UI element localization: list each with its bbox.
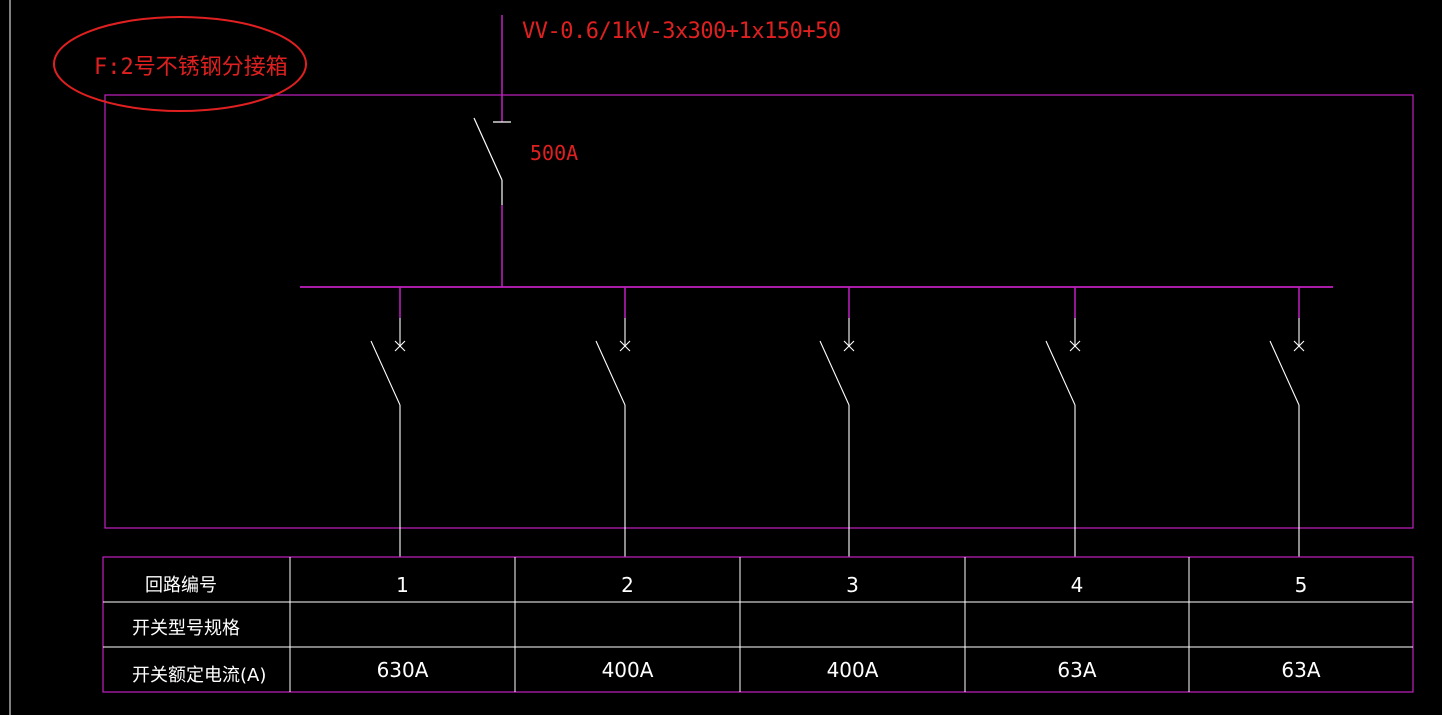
cell-rated-current: 63A bbox=[1281, 658, 1320, 682]
incoming-cable-label: VV-0.6/1kV-3x300+1x150+50 bbox=[522, 19, 841, 44]
branch-circuit-3 bbox=[819, 287, 855, 557]
breaker-contact bbox=[1269, 340, 1300, 406]
cell-circuit-number: 2 bbox=[621, 573, 634, 597]
main-breaker-contact bbox=[473, 117, 503, 181]
cell-circuit-number: 5 bbox=[1295, 573, 1308, 597]
enclosure-box bbox=[104, 94, 1414, 529]
breaker-x-mark bbox=[394, 340, 406, 352]
header-circuit-number: 回路编号 bbox=[145, 575, 217, 596]
branch-circuit-5 bbox=[1269, 287, 1305, 557]
highlight-ellipse bbox=[53, 16, 307, 112]
cell-circuit-number: 4 bbox=[1071, 573, 1084, 597]
outgoing-branches bbox=[370, 287, 1305, 557]
main-breaker-rating: 500A bbox=[530, 141, 578, 165]
cell-rated-current: 630A bbox=[377, 658, 429, 682]
breaker-x-mark bbox=[1069, 340, 1081, 352]
branch-circuit-2 bbox=[595, 287, 631, 557]
breaker-contact bbox=[370, 340, 401, 406]
header-switch-model: 开关型号规格 bbox=[132, 618, 240, 639]
circuit-table: 回路编号 开关型号规格 开关额定电流(A) 1 630A 2 400A 3 400A 4 63… bbox=[102, 556, 1414, 693]
box-title: F:2号不锈钢分接箱 bbox=[94, 55, 288, 80]
breaker-contact bbox=[595, 340, 626, 406]
breaker-x-mark bbox=[619, 340, 631, 352]
header-rated-current: 开关额定电流(A) bbox=[132, 665, 266, 686]
branch-circuit-4 bbox=[1045, 287, 1081, 557]
breaker-x-mark bbox=[1293, 340, 1305, 352]
table-cells: 1 630A 2 400A 3 400A 4 63A 5 63A bbox=[377, 573, 1321, 682]
breaker-contact bbox=[1045, 340, 1076, 406]
cell-rated-current: 400A bbox=[602, 658, 654, 682]
breaker-contact bbox=[819, 340, 850, 406]
branch-circuit-1 bbox=[370, 287, 406, 557]
cell-circuit-number: 1 bbox=[396, 573, 409, 597]
breaker-x-mark bbox=[843, 340, 855, 352]
cell-rated-current: 400A bbox=[827, 658, 879, 682]
table-border bbox=[102, 556, 1414, 693]
cell-rated-current: 63A bbox=[1057, 658, 1096, 682]
cell-circuit-number: 3 bbox=[846, 573, 859, 597]
